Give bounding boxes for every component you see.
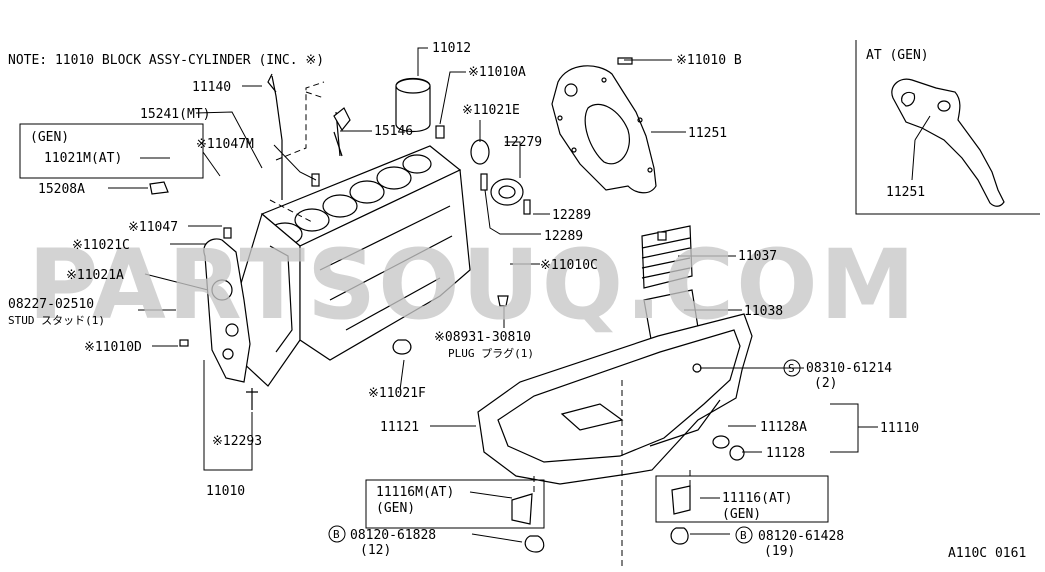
label-11110: 11110 <box>880 421 919 436</box>
label-11021a: ※11021A <box>66 268 124 283</box>
label-11251: 11251 <box>688 126 727 141</box>
label-11021c: ※11021C <box>72 238 130 253</box>
label-11140: 11140 <box>192 80 231 95</box>
label-11116m-gen: (GEN) <box>376 501 415 516</box>
label-12289-a: 12289 <box>552 208 591 223</box>
label-stud: STUD スタッド(1) <box>8 314 105 327</box>
circle-b-letter-left: B <box>333 528 340 541</box>
label-08120-a-qty: (12) <box>360 543 391 558</box>
label-11037: 11037 <box>738 249 777 264</box>
gen-box-title: (GEN) <box>30 130 69 145</box>
watermark-text: PARTSOUQ.COM <box>28 229 917 341</box>
label-08931: ※08931-30810 <box>434 330 531 345</box>
label-11010d: ※11010D <box>84 340 142 355</box>
label-08310: 08310-61214 <box>806 361 892 376</box>
circle-b-icon-right <box>735 526 753 544</box>
circle-s-icon <box>783 359 801 377</box>
gen-box <box>19 123 204 179</box>
label-08120-b-qty: (19) <box>764 544 795 559</box>
bracket-icon <box>511 485 691 553</box>
figure-code: A110C 0161 <box>948 546 1026 561</box>
label-11010c: ※11010C <box>540 258 598 273</box>
leader-lines <box>108 47 916 543</box>
label-11116m-at: 11116M(AT) <box>376 485 454 500</box>
circle-b-letter-right: B <box>740 529 747 542</box>
label-11116-gen: (GEN) <box>722 507 761 522</box>
label-plug: PLUG プラグ(1) <box>448 346 534 360</box>
cylinder-block-icon <box>149 145 509 410</box>
label-08120-a: 08120-61828 <box>350 528 436 543</box>
label-11038: 11038 <box>744 304 783 319</box>
note-text: NOTE: 11010 BLOCK ASSY-CYLINDER (INC. ※) <box>8 53 324 68</box>
label-12279: 12279 <box>503 135 542 150</box>
at-gen-panel <box>855 40 1040 215</box>
seal-parts-icon <box>470 139 531 215</box>
label-11121: 11121 <box>380 420 419 435</box>
oil-pan-icon <box>477 313 753 485</box>
label-11047: ※11047 <box>128 220 178 235</box>
label-12293: ※12293 <box>212 434 262 449</box>
label-11010: 11010 <box>206 484 245 499</box>
label-12289-b: 12289 <box>544 229 583 244</box>
label-15146: 15146 <box>374 124 413 139</box>
at-rear-plate-icon <box>891 78 1005 207</box>
box-11116m <box>365 479 545 529</box>
label-11021m: 11021M(AT) <box>44 151 122 166</box>
oil-filter-icon <box>395 77 445 139</box>
label-11010a: ※11010A <box>468 65 526 80</box>
label-11012: 11012 <box>432 41 471 56</box>
label-11010b: ※11010 B <box>676 53 742 68</box>
circle-s-letter: S <box>788 362 795 375</box>
label-15208a: 15208A <box>38 182 85 197</box>
label-11021e: ※11021E <box>462 103 520 118</box>
rear-plate-icon <box>551 57 657 194</box>
label-11116-at: 11116(AT) <box>722 491 792 506</box>
box-11116 <box>655 475 829 523</box>
label-08310-qty: (2) <box>814 376 837 391</box>
label-08227: 08227-02510 <box>8 297 94 312</box>
dipstick-icon <box>267 73 351 223</box>
label-11128: 11128 <box>766 446 805 461</box>
label-08120-b: 08120-61428 <box>758 529 844 544</box>
label-15241: 15241(MT) <box>140 107 210 122</box>
at-panel-title: AT (GEN) <box>866 48 929 63</box>
at-panel-part-11251: 11251 <box>886 185 925 200</box>
circle-b-icon-left <box>328 525 346 543</box>
label-11047m: ※11047M <box>196 137 254 152</box>
label-11021f: ※11021F <box>368 386 426 401</box>
label-11128a: 11128A <box>760 420 807 435</box>
